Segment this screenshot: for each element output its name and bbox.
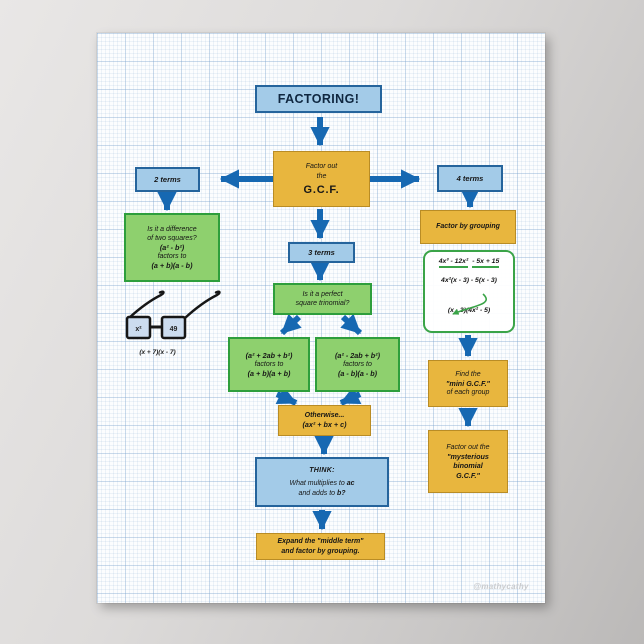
arrow-perfect-to-minus-form — [340, 313, 363, 336]
expand-line1: Expand the "middle term" — [277, 538, 364, 546]
factoring-title: FACTORING! — [277, 92, 360, 106]
minus-factored: (a - b)(a - b) — [337, 369, 378, 379]
diff-formula: (a² - b²) — [159, 242, 185, 252]
think-line3-text: and adds to — [298, 489, 337, 497]
three-terms-box: 3 terms — [288, 242, 355, 263]
otherwise-formula: (ax² + bx + c) — [302, 420, 347, 430]
plus-form-box: (a² + 2ab + b²) factors to (a + b)(a + b… — [228, 337, 310, 392]
glasses-right-temple — [183, 290, 221, 320]
find-line2: "mini G.C.F." — [446, 378, 490, 388]
glasses-left-temple — [127, 290, 165, 320]
glasses-left-lens — [125, 315, 152, 340]
graph-paper-poster: FACTORING! Factor out the G.C.F. 2 terms… — [97, 33, 545, 603]
diff-line2: of two squares? — [147, 234, 197, 242]
minus-formula: (a² - 2ab + b²) — [335, 350, 380, 360]
example-line2: 4x²(x - 3) - 5(x - 3) — [441, 276, 497, 284]
mysterious-line3: binomial — [453, 461, 483, 471]
think-line2-text: What multiplies to — [289, 480, 347, 488]
arrow-minus-form-to-otherwise — [339, 386, 362, 406]
gcf-line1: Factor out — [305, 163, 338, 171]
mysterious-binomial-box: Factor out the "mysterious binomial G.C.… — [428, 430, 508, 493]
plus-factored: (a + b)(a + b) — [247, 369, 291, 379]
difference-of-squares-box: Is it a difference of two squares? (a² -… — [124, 213, 220, 282]
arrow-plus-form-to-otherwise — [275, 386, 298, 406]
minus-form-box: (a² - 2ab + b²) factors to (a - b)(a - b… — [315, 337, 400, 392]
four-terms-box: 4 terms — [437, 165, 503, 192]
grouping-example-box: 4x³ - 12x²- 5x + 15 4x²(x - 3) - 5(x - 3… — [423, 250, 515, 333]
gcf-line3: G.C.F. — [303, 183, 340, 196]
mysterious-line4: G.C.F." — [456, 470, 480, 480]
expand-box: Expand the "middle term" and factor by g… — [256, 533, 385, 560]
two-terms-label: 2 terms — [154, 175, 181, 184]
gcf-line2: the — [316, 172, 327, 180]
think-box: THINK: What multiplies to ac and adds to… — [255, 457, 389, 507]
watermark: @mathycathy — [473, 582, 529, 591]
think-line2: What multiplies to ac — [290, 479, 355, 488]
factoring-title-box: FACTORING! — [255, 85, 382, 113]
diff-factored: (a + b)(a - b) — [151, 261, 193, 271]
expand-line2: and factor by grouping. — [281, 547, 360, 555]
otherwise-box: Otherwise... (ax² + bx + c) — [278, 405, 371, 436]
example-curve-path — [452, 293, 487, 315]
example-line1: 4x³ - 12x²- 5x + 15 — [437, 258, 502, 268]
perfect-square-box: Is it a perfect square trinomial? — [273, 283, 372, 315]
plus-line2: factors to — [254, 360, 284, 368]
think-heading: THINK: — [309, 467, 335, 475]
three-terms-label: 3 terms — [308, 248, 335, 257]
example-group2: - 5x + 15 — [472, 258, 500, 268]
arrow-perfect-to-plus-form — [279, 313, 302, 336]
glasses-left-lens-text: x² — [135, 326, 142, 333]
diff-line4: factors to — [157, 253, 187, 261]
example-group1: 4x³ - 12x² — [438, 258, 469, 268]
factor-by-grouping-label: Factor by grouping — [436, 223, 500, 231]
find-line1: Find the — [455, 370, 481, 378]
diff-line1: Is it a difference — [147, 225, 197, 233]
mysterious-line1: Factor out the — [446, 443, 490, 451]
factor-by-grouping-box: Factor by grouping — [420, 210, 516, 244]
think-line2-ac: ac — [346, 480, 355, 488]
example-line3: (x - 3)(4x² - 5) — [447, 306, 491, 314]
glasses-right-lens-text: 49 — [170, 326, 178, 333]
perfect-line2: square trinomial? — [295, 300, 350, 307]
flow-arrows — [157, 117, 480, 531]
plus-formula: (a² + 2ab + b²) — [245, 350, 293, 360]
gcf-box: Factor out the G.C.F. — [273, 151, 370, 207]
minus-line2: factors to — [343, 360, 372, 368]
four-terms-label: 4 terms — [456, 174, 484, 183]
glasses-right-lens — [160, 315, 187, 340]
glasses-caption: (x + 7)(x - 7) — [139, 349, 176, 356]
perfect-line1: Is it a perfect — [302, 290, 343, 298]
otherwise-line1: Otherwise... — [304, 412, 345, 420]
mysterious-line2: "mysterious — [447, 452, 489, 461]
example-curved-arrow — [452, 293, 487, 315]
glasses-illustration: x² 49 — [125, 290, 221, 340]
find-mini-gcf-box: Find the "mini G.C.F." of each group — [428, 360, 508, 407]
think-line3: and adds to b? — [298, 489, 345, 498]
find-line3: of each group — [446, 389, 490, 397]
think-line3-b: b? — [336, 489, 346, 497]
two-terms-box: 2 terms — [135, 167, 200, 192]
